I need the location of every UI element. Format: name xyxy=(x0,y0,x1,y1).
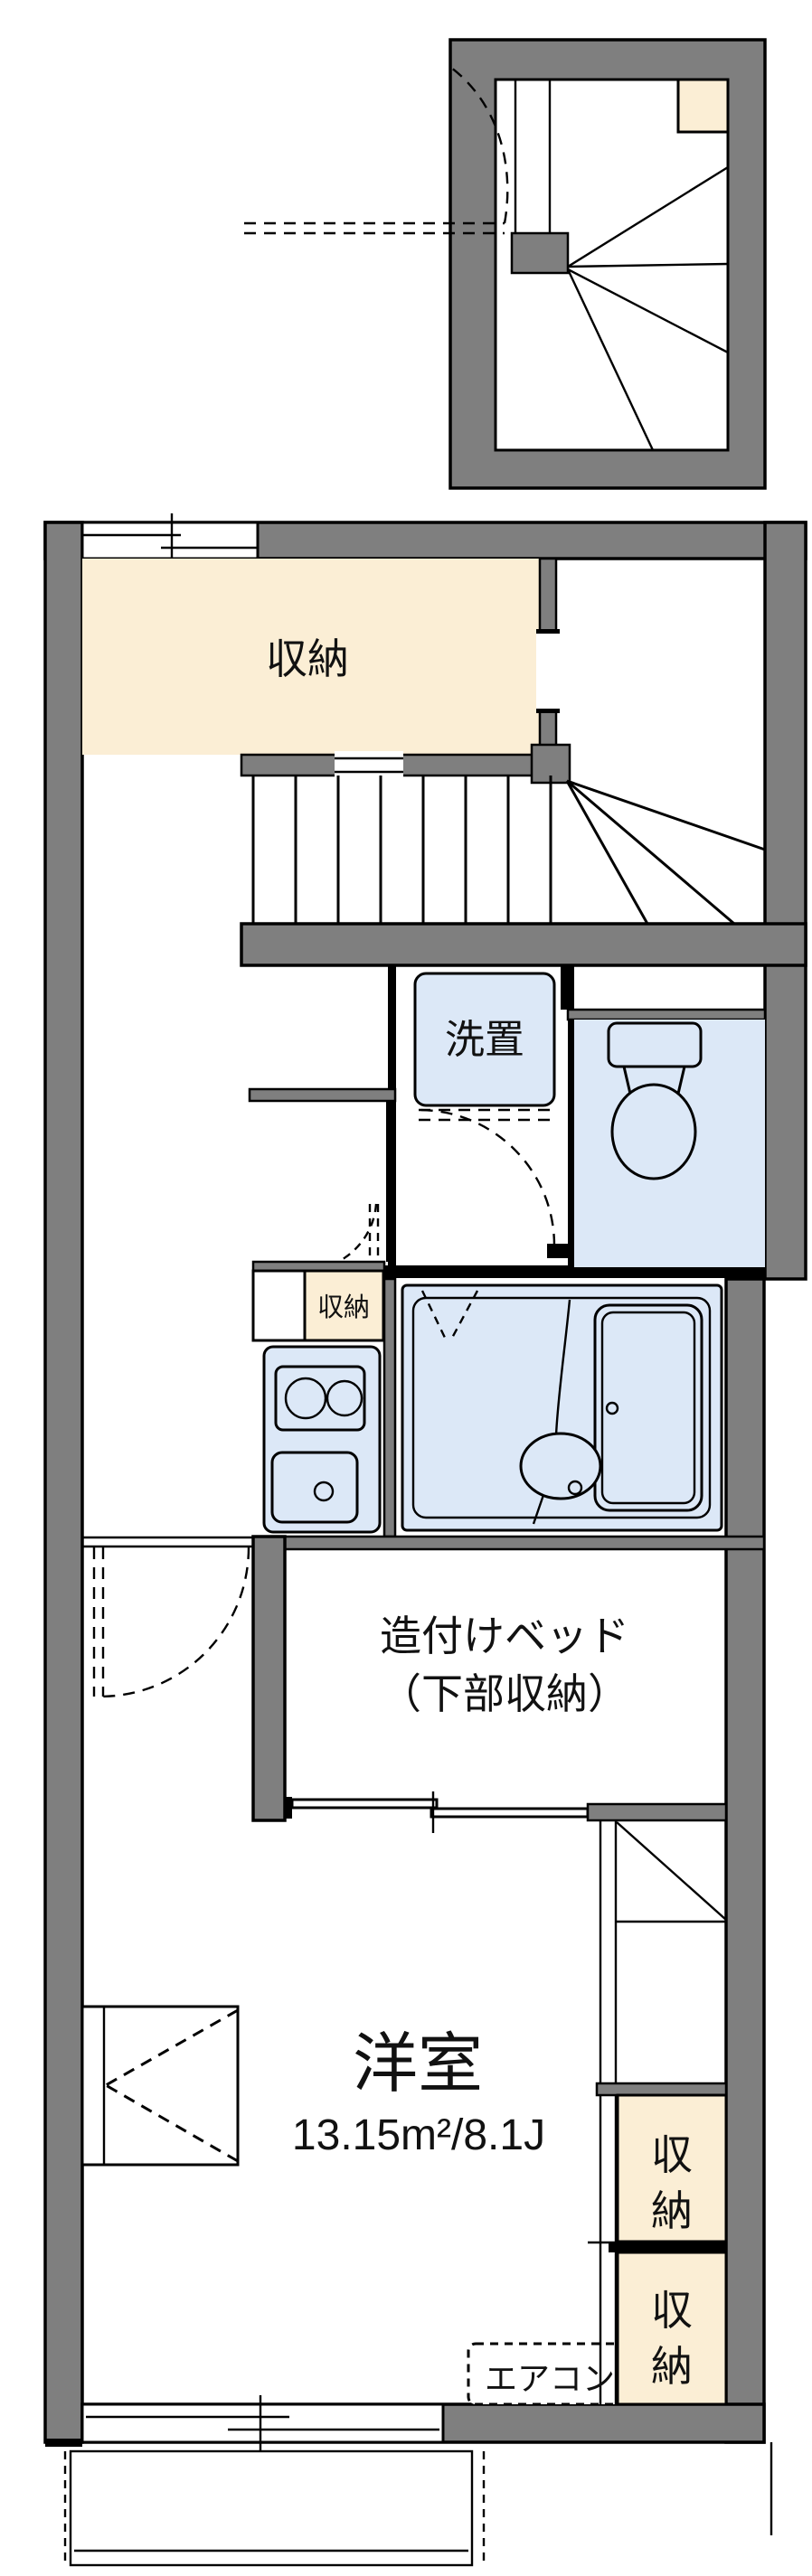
bathtub-drain xyxy=(605,1401,619,1415)
stairs-bottom-wall xyxy=(240,922,807,967)
kitchen-storage-label: 収納 xyxy=(317,1293,370,1322)
stove xyxy=(274,1365,366,1432)
stair-winders xyxy=(565,779,766,926)
stair-winder-hub xyxy=(510,231,570,275)
western-room: 洋室 13.15m²/8.1J xyxy=(80,1547,545,2167)
bath-inner-edge xyxy=(411,1296,712,1519)
closet-diagonal xyxy=(616,1821,727,1921)
toilet-left-wall xyxy=(568,965,574,1267)
washer-left-wall xyxy=(388,965,396,1267)
closet-lower-label1: 収 xyxy=(651,2287,693,2334)
washer-label: 洗置 xyxy=(445,1018,524,1062)
washer-room: 洗置 xyxy=(384,965,765,1278)
storage-room-label: 収納 xyxy=(266,635,349,682)
kitchen-top-wall xyxy=(248,1087,397,1103)
kitchen: 収納 xyxy=(248,1087,397,1538)
kitchen-bath-wall xyxy=(382,1277,397,1538)
bed-top-wall xyxy=(251,1535,766,1551)
shower-partition-line xyxy=(554,1299,571,1436)
kitchen-shelf-open xyxy=(251,1269,307,1342)
closet-upper-label1: 収 xyxy=(651,2131,693,2178)
washer-box xyxy=(413,972,556,1107)
right-wall-upper xyxy=(763,521,807,1281)
toilet-vestibule-wall xyxy=(566,1008,767,1021)
stove-burner-left xyxy=(284,1377,327,1420)
storage-room: 収納 xyxy=(82,557,560,779)
upper-landing-storage xyxy=(676,78,730,134)
washer-door-swing xyxy=(418,1108,556,1246)
toilet-room xyxy=(566,965,767,1267)
entry-door-swing xyxy=(244,64,509,235)
closet-upper-label2: 納 xyxy=(651,2187,693,2234)
closet-lower-label2: 納 xyxy=(651,2343,693,2390)
washer-bottom-wall xyxy=(384,1265,765,1278)
winder-steps xyxy=(566,165,729,451)
sink-drain xyxy=(313,1481,335,1502)
closet-lower xyxy=(616,2251,728,2406)
aircon-label: エアコン xyxy=(485,2360,615,2397)
closet-divider xyxy=(609,2242,726,2252)
main-unit-walls xyxy=(43,513,807,2451)
kitchen-storage-box xyxy=(303,1269,385,1342)
stair-treads xyxy=(251,776,552,924)
right-wall-lower xyxy=(724,1277,766,2444)
balcony xyxy=(63,2442,773,2567)
kitchen-counter xyxy=(262,1345,382,1534)
bottom-window xyxy=(80,2395,445,2451)
bed-room: 造付けベッド （下部収納） xyxy=(82,1535,766,1833)
top-window xyxy=(80,513,260,568)
bathroom xyxy=(401,1283,723,1532)
room-area-label: 13.15m²/8.1J xyxy=(292,2111,545,2159)
bed-left-wall xyxy=(251,1535,287,1822)
bed-sliding-screen xyxy=(285,1791,728,1833)
closet-upper xyxy=(616,2093,728,2243)
bathtub xyxy=(593,1303,703,1512)
bed-label-line1: 造付けベッド xyxy=(380,1612,629,1659)
bath-door-fold xyxy=(420,1290,479,1340)
left-wall xyxy=(43,521,84,2444)
upper-stairwell xyxy=(244,38,767,490)
closet-top-wall xyxy=(595,2082,728,2097)
room-name-label: 洋室 xyxy=(353,2028,483,2101)
main-staircase xyxy=(240,743,807,967)
stove-burner-right xyxy=(326,1379,364,1417)
toilet-icon xyxy=(607,1021,703,1180)
storage-room-floor xyxy=(82,559,540,755)
bay-window xyxy=(80,2005,240,2167)
bed-label-line2: （下部収納） xyxy=(380,1670,629,1717)
bath-basin xyxy=(519,1432,602,1500)
closet-column: 収 納 収 納 xyxy=(588,1820,728,2406)
left-wall-cap xyxy=(45,2439,82,2447)
room-entry-door-swing xyxy=(92,1547,250,1698)
balcony-outline xyxy=(69,2449,474,2567)
basin-drain xyxy=(567,1480,583,1496)
